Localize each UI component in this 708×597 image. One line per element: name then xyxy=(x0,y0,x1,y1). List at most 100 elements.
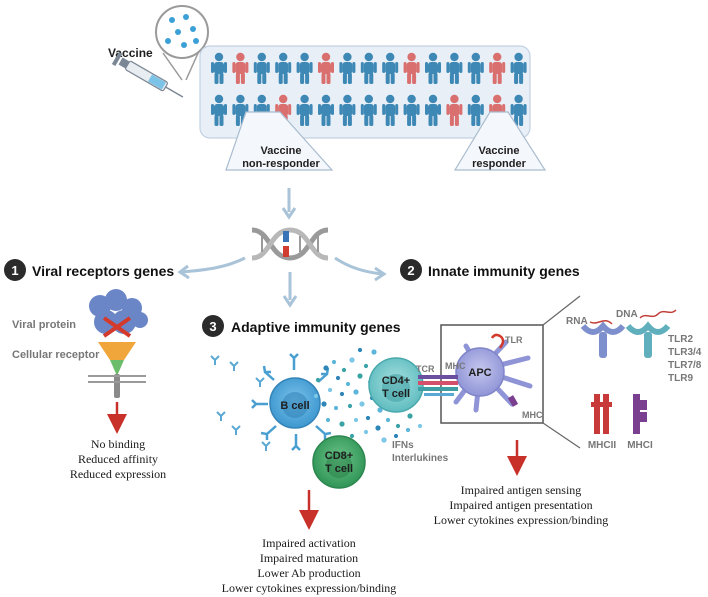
mhci-icon xyxy=(633,394,647,434)
arrow-to-viral-receptors xyxy=(181,256,246,274)
cytokine-dot xyxy=(315,377,321,383)
viral-protein-label: Viral protein xyxy=(12,319,76,331)
tlr-dna-icon xyxy=(625,309,677,358)
person-icon xyxy=(360,52,377,84)
adaptive-effect-1: Impaired activation xyxy=(262,536,356,550)
person-icon xyxy=(446,52,463,84)
dna-label: DNA xyxy=(616,309,638,320)
cytokine-dot xyxy=(349,433,355,439)
cytokine-dot xyxy=(381,437,387,443)
mhc-bottom-label: MHC xyxy=(522,410,543,420)
cytokine-dot xyxy=(339,391,345,397)
person-icon xyxy=(318,52,334,84)
cytokine-dot xyxy=(371,349,377,355)
vaccine-group: Vaccine xyxy=(108,5,209,98)
cytokine-dot xyxy=(349,357,355,363)
mhci-label: MHCI xyxy=(627,440,653,451)
cytokine-dot xyxy=(357,373,363,379)
person-icon xyxy=(253,52,270,84)
cd8-t-cell: CD8+ T cell xyxy=(312,435,366,489)
tlr9-label: TLR9 xyxy=(668,373,693,384)
person-icon xyxy=(339,52,356,84)
cytokine-dot xyxy=(353,389,359,395)
apc-cell: APC xyxy=(453,333,533,413)
section-1-title: Viral receptors genes xyxy=(32,263,174,279)
person-icon xyxy=(446,94,463,126)
tlr34-label: TLR3/4 xyxy=(668,347,702,358)
cytokine-dot xyxy=(321,401,327,407)
arrow-to-innate xyxy=(334,256,383,276)
section-1-header: 1 Viral receptors genes xyxy=(4,259,174,281)
person-icon xyxy=(425,52,441,84)
cytokine-dot xyxy=(347,403,353,409)
person-icon xyxy=(275,52,292,84)
non-responder-callout: Vaccine non-responder xyxy=(225,111,334,171)
vaccine-vial-zoom xyxy=(155,5,209,59)
tcr-mhc-complex xyxy=(418,375,458,396)
cytokine-dot xyxy=(323,365,329,371)
interlukines-label: Interlukines xyxy=(392,453,449,464)
cytokine-dot xyxy=(365,415,371,421)
section-2-number: 2 xyxy=(407,263,414,278)
tcr-label: TCR xyxy=(416,364,435,374)
person-icon xyxy=(211,52,227,84)
person-icon xyxy=(467,94,484,126)
mhc-top-label: MHC xyxy=(445,361,466,371)
person-icon xyxy=(360,94,377,126)
cellular-receptor-icon xyxy=(88,342,146,398)
adaptive-effect-4: Lower cytokines expression/binding xyxy=(222,581,397,595)
virus-particles-icon xyxy=(165,14,199,48)
mhcii-icon xyxy=(591,394,612,434)
b-cell: B cell xyxy=(251,353,332,451)
viral-effect-3: Reduced expression xyxy=(70,467,166,481)
person-icon xyxy=(296,52,313,84)
mhcii-label: MHCII xyxy=(588,440,617,451)
apc-label: APC xyxy=(468,367,491,379)
cytokine-dot xyxy=(331,359,337,365)
cellular-receptor-label: Cellular receptor xyxy=(12,349,100,361)
cytokine-dot xyxy=(377,407,383,413)
cd8-label-2: T cell xyxy=(325,463,353,475)
vaccine-label: Vaccine xyxy=(108,46,153,60)
person-icon xyxy=(318,94,334,126)
cytokine-dot xyxy=(407,413,413,419)
tlr78-label: TLR7/8 xyxy=(668,360,702,371)
cytokine-dot xyxy=(395,423,401,429)
cytokine-dot xyxy=(339,421,345,427)
dna-helix-icon xyxy=(251,227,329,261)
viral-effect-2: Reduced affinity xyxy=(78,452,158,466)
section-3-number: 3 xyxy=(209,319,216,334)
cytokine-dot xyxy=(393,433,399,439)
section-3-title: Adaptive immunity genes xyxy=(231,319,401,335)
tlr-rna-icon xyxy=(580,320,626,358)
cd4-t-cell: CD4+ T cell xyxy=(368,357,424,413)
cytokine-dot xyxy=(327,387,333,393)
tlr-label: TLR xyxy=(505,335,523,345)
viral-receptor-illustration: Viral protein Cellular receptor xyxy=(12,289,148,398)
syringe-icon xyxy=(111,51,184,98)
section-1-number: 1 xyxy=(11,263,18,278)
non-responder-label-1: Vaccine xyxy=(261,145,302,157)
person-icon xyxy=(296,94,313,126)
person-icon xyxy=(510,52,527,84)
cytokine-dot xyxy=(313,393,319,399)
section-2-title: Innate immunity genes xyxy=(428,263,580,279)
responder-label-2: responder xyxy=(472,158,527,170)
cd8-label-1: CD8+ xyxy=(325,450,353,462)
cytokine-dot xyxy=(345,381,351,387)
person-icon xyxy=(403,94,420,126)
cytokine-dot xyxy=(405,427,411,433)
free-antibodies-icon xyxy=(210,355,271,451)
adaptive-effect-2: Impaired maturation xyxy=(260,551,358,565)
person-icon xyxy=(403,52,420,84)
person-icon xyxy=(382,52,399,84)
cytokine-dot xyxy=(385,417,391,423)
innate-effect-1: Impaired antigen sensing xyxy=(461,483,582,497)
cytokine-dot xyxy=(353,417,359,423)
section-2-header: 2 Innate immunity genes xyxy=(400,259,580,281)
non-responder-label-2: non-responder xyxy=(242,158,320,170)
adaptive-effect-3: Lower Ab production xyxy=(257,566,360,580)
person-icon xyxy=(232,52,249,84)
cytokine-dot xyxy=(363,429,369,435)
